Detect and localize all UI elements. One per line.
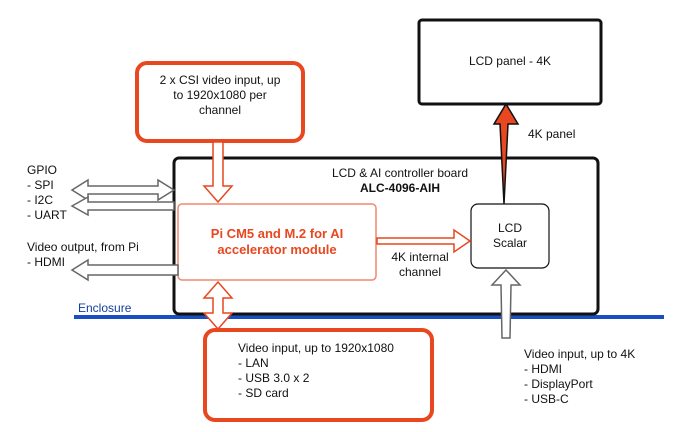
lcd-panel-box <box>417 18 603 106</box>
pi-inputs-line-4: - SD card <box>238 386 289 400</box>
scalar-line-2: Scalar <box>492 236 527 250</box>
csi-input-box <box>135 61 305 143</box>
pi-inputs-text: Video input, up to 1920x1080 - LAN - USB… <box>238 341 394 401</box>
gpio-arrow <box>70 178 176 202</box>
controller-title: LCD & AI controller board <box>331 166 469 180</box>
pi-inputs-line-3: - USB 3.0 x 2 <box>238 371 310 385</box>
internal-line-2: channel <box>398 265 442 279</box>
csi-arrow <box>202 141 234 204</box>
video-in-4k-line-1: Video input, up to 4K <box>524 347 636 361</box>
video-out-line-1: Video output, from Pi <box>27 240 139 254</box>
video-out-line-2: - HDMI <box>27 255 65 269</box>
enclosure-label: Enclosure <box>78 301 132 315</box>
scalar-line-1: LCD <box>497 221 522 235</box>
video-out-pi-arrow <box>70 258 179 282</box>
video-out-arrow <box>70 195 175 217</box>
pi-line-2: accelerator module <box>217 242 337 257</box>
scalar-box <box>470 203 550 269</box>
internal-link-text: 4K internal channel <box>380 250 460 280</box>
controller-model: ALC-4096-AIH <box>359 181 440 195</box>
video-in-4k-line-3: - DisplayPort <box>524 377 593 391</box>
panel-link-label: 4K panel <box>528 127 576 141</box>
pi-inputs-line-2: - LAN <box>238 356 269 370</box>
csi-line-1: 2 x CSI video input, up <box>159 73 281 87</box>
pi-line-1: Pi CM5 and M.2 for AI <box>210 226 344 241</box>
video-in-4k-line-4: - USB-C <box>524 392 569 406</box>
video-in-4k-line-2: - HDMI <box>524 362 562 376</box>
panel-arrow <box>492 102 520 205</box>
pi-module-text: Pi CM5 and M.2 for AI accelerator module <box>178 226 376 258</box>
internal-line-1: 4K internal <box>391 250 449 264</box>
video-out-text: Video output, from Pi - HDMI <box>27 240 139 270</box>
pi-module-box <box>177 203 377 281</box>
controller-board <box>172 156 600 316</box>
gpio-text: GPIO - SPI - I2C - UART <box>27 163 67 223</box>
video-in-4k-arrow <box>490 268 522 339</box>
csi-input-text: 2 x CSI video input, up to 1920x1080 per… <box>137 73 303 118</box>
video-in-4k-text: Video input, up to 4K - HDMI - DisplayPo… <box>524 347 635 407</box>
pi-inputs-line-1: Video input, up to 1920x1080 <box>238 341 394 355</box>
internal-arrow <box>376 228 472 254</box>
pi-inputs-box <box>203 328 434 422</box>
gpio-line-3: - I2C <box>27 193 54 207</box>
csi-line-2: to 1920x1080 per <box>173 88 267 102</box>
gpio-line-2: - SPI <box>27 178 54 192</box>
csi-line-3: channel <box>198 103 242 117</box>
pi-inputs-arrow <box>202 280 234 331</box>
gpio-line-4: - UART <box>27 208 67 222</box>
gpio-line-1: GPIO <box>27 163 58 177</box>
lcd-panel-label: LCD panel - 4K <box>468 54 552 68</box>
scalar-text: LCD Scalar <box>471 221 549 251</box>
